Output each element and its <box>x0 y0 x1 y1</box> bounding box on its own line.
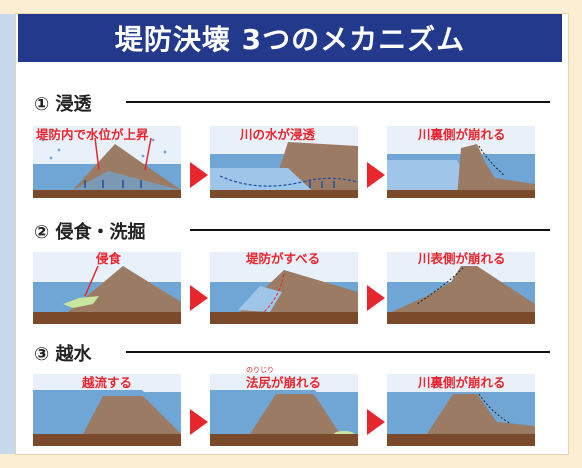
panel-label: 堤防がすべる <box>246 251 321 266</box>
section-heading-overflow: ③ 越水 <box>34 344 92 365</box>
diagram-levee-slide <box>210 252 358 324</box>
page-title: 堤防決壊 3つのメカニズム <box>114 23 466 56</box>
diagram-seepage-infiltration <box>210 126 358 198</box>
diagram-erosion <box>33 252 181 324</box>
diagram-seepage-rising-water <box>33 126 181 198</box>
panel-label: 越流する <box>82 375 133 390</box>
ruby-annotation: のりじり <box>246 366 274 374</box>
diagram-seepage-landward-collapse <box>387 126 535 198</box>
step-arrow <box>367 409 385 435</box>
panel-label: 法尻が崩れる <box>246 375 322 390</box>
panel-label: 川裏側が崩れる <box>418 127 506 142</box>
section-rule <box>190 229 550 231</box>
section-rule <box>126 351 550 353</box>
section-rule <box>126 101 550 103</box>
step-arrow <box>190 409 208 435</box>
title-banner: 堤防決壊 3つのメカニズム <box>18 14 562 62</box>
diagram-landward-collapse-overflow <box>387 374 535 446</box>
diagram-overflow <box>33 374 181 446</box>
section-heading-erosion: ② 侵食・洗掘 <box>34 222 146 243</box>
panel-label: 侵食 <box>96 251 122 266</box>
panel-label: 堤防内で水位が上昇 <box>36 127 149 142</box>
left-accent-bar <box>0 14 16 454</box>
panel-label: 川の水が浸透 <box>240 127 316 142</box>
section-heading-seepage: ① 浸透 <box>34 94 92 115</box>
step-arrow <box>367 162 385 188</box>
diagram-toe-collapse <box>210 374 358 446</box>
diagram-riverside-collapse <box>387 252 535 324</box>
step-arrow <box>367 285 385 311</box>
panel-label: 川裏側が崩れる <box>418 375 506 390</box>
panel-label: 川表側が崩れる <box>418 251 506 266</box>
step-arrow <box>190 162 208 188</box>
step-arrow <box>190 285 208 311</box>
